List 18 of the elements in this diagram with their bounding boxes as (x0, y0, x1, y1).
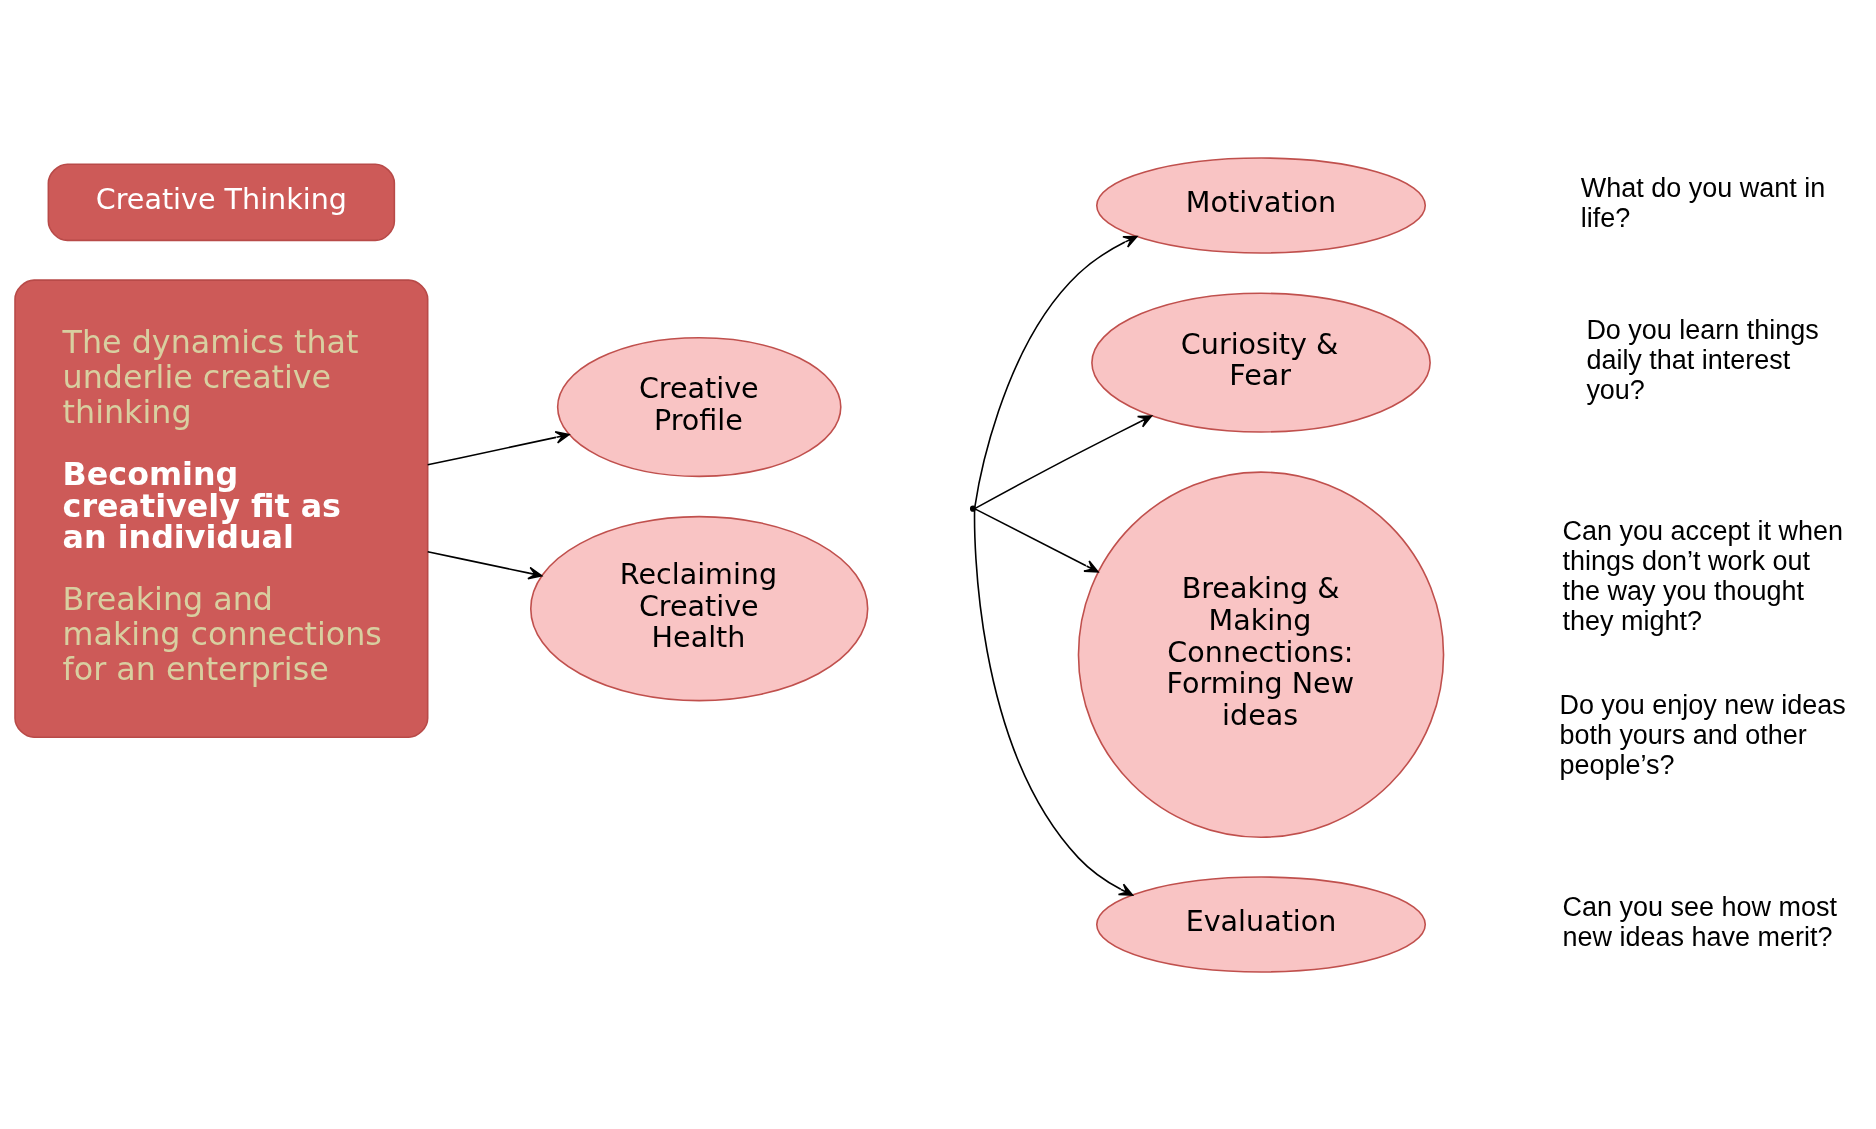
node-point (969, 505, 977, 512)
arrow (974, 235, 1138, 508)
node-ellipse: Motivation (1095, 156, 1427, 254)
label: Can you see how most new ideas have merit? (1562, 891, 1837, 952)
arrow (426, 430, 570, 466)
node-ellipse: Evaluation (1095, 875, 1427, 973)
label: Can you accept it when things don’t work out the way you thought they might? (1562, 515, 1843, 636)
label: What do you want in life? (1580, 172, 1826, 233)
label: Do you learn things daily that interest you? (1586, 314, 1819, 405)
arrow (973, 509, 1134, 896)
arrow (426, 550, 543, 580)
node-box: Creative Thinking (47, 162, 396, 241)
node-circle: Breaking & Making Connections: Forming New ideas (1077, 470, 1445, 838)
arrow (974, 414, 1153, 509)
node-box: The dynamics that underlie creative thinking Becoming creatively fit as an individual Breaking and making connections for an enterprise (14, 278, 429, 738)
label: Do you enjoy new ideas both yours and other people’s? (1559, 689, 1846, 780)
node-ellipse: Curiosity & Fear (1091, 292, 1431, 433)
arrow (974, 507, 1099, 573)
